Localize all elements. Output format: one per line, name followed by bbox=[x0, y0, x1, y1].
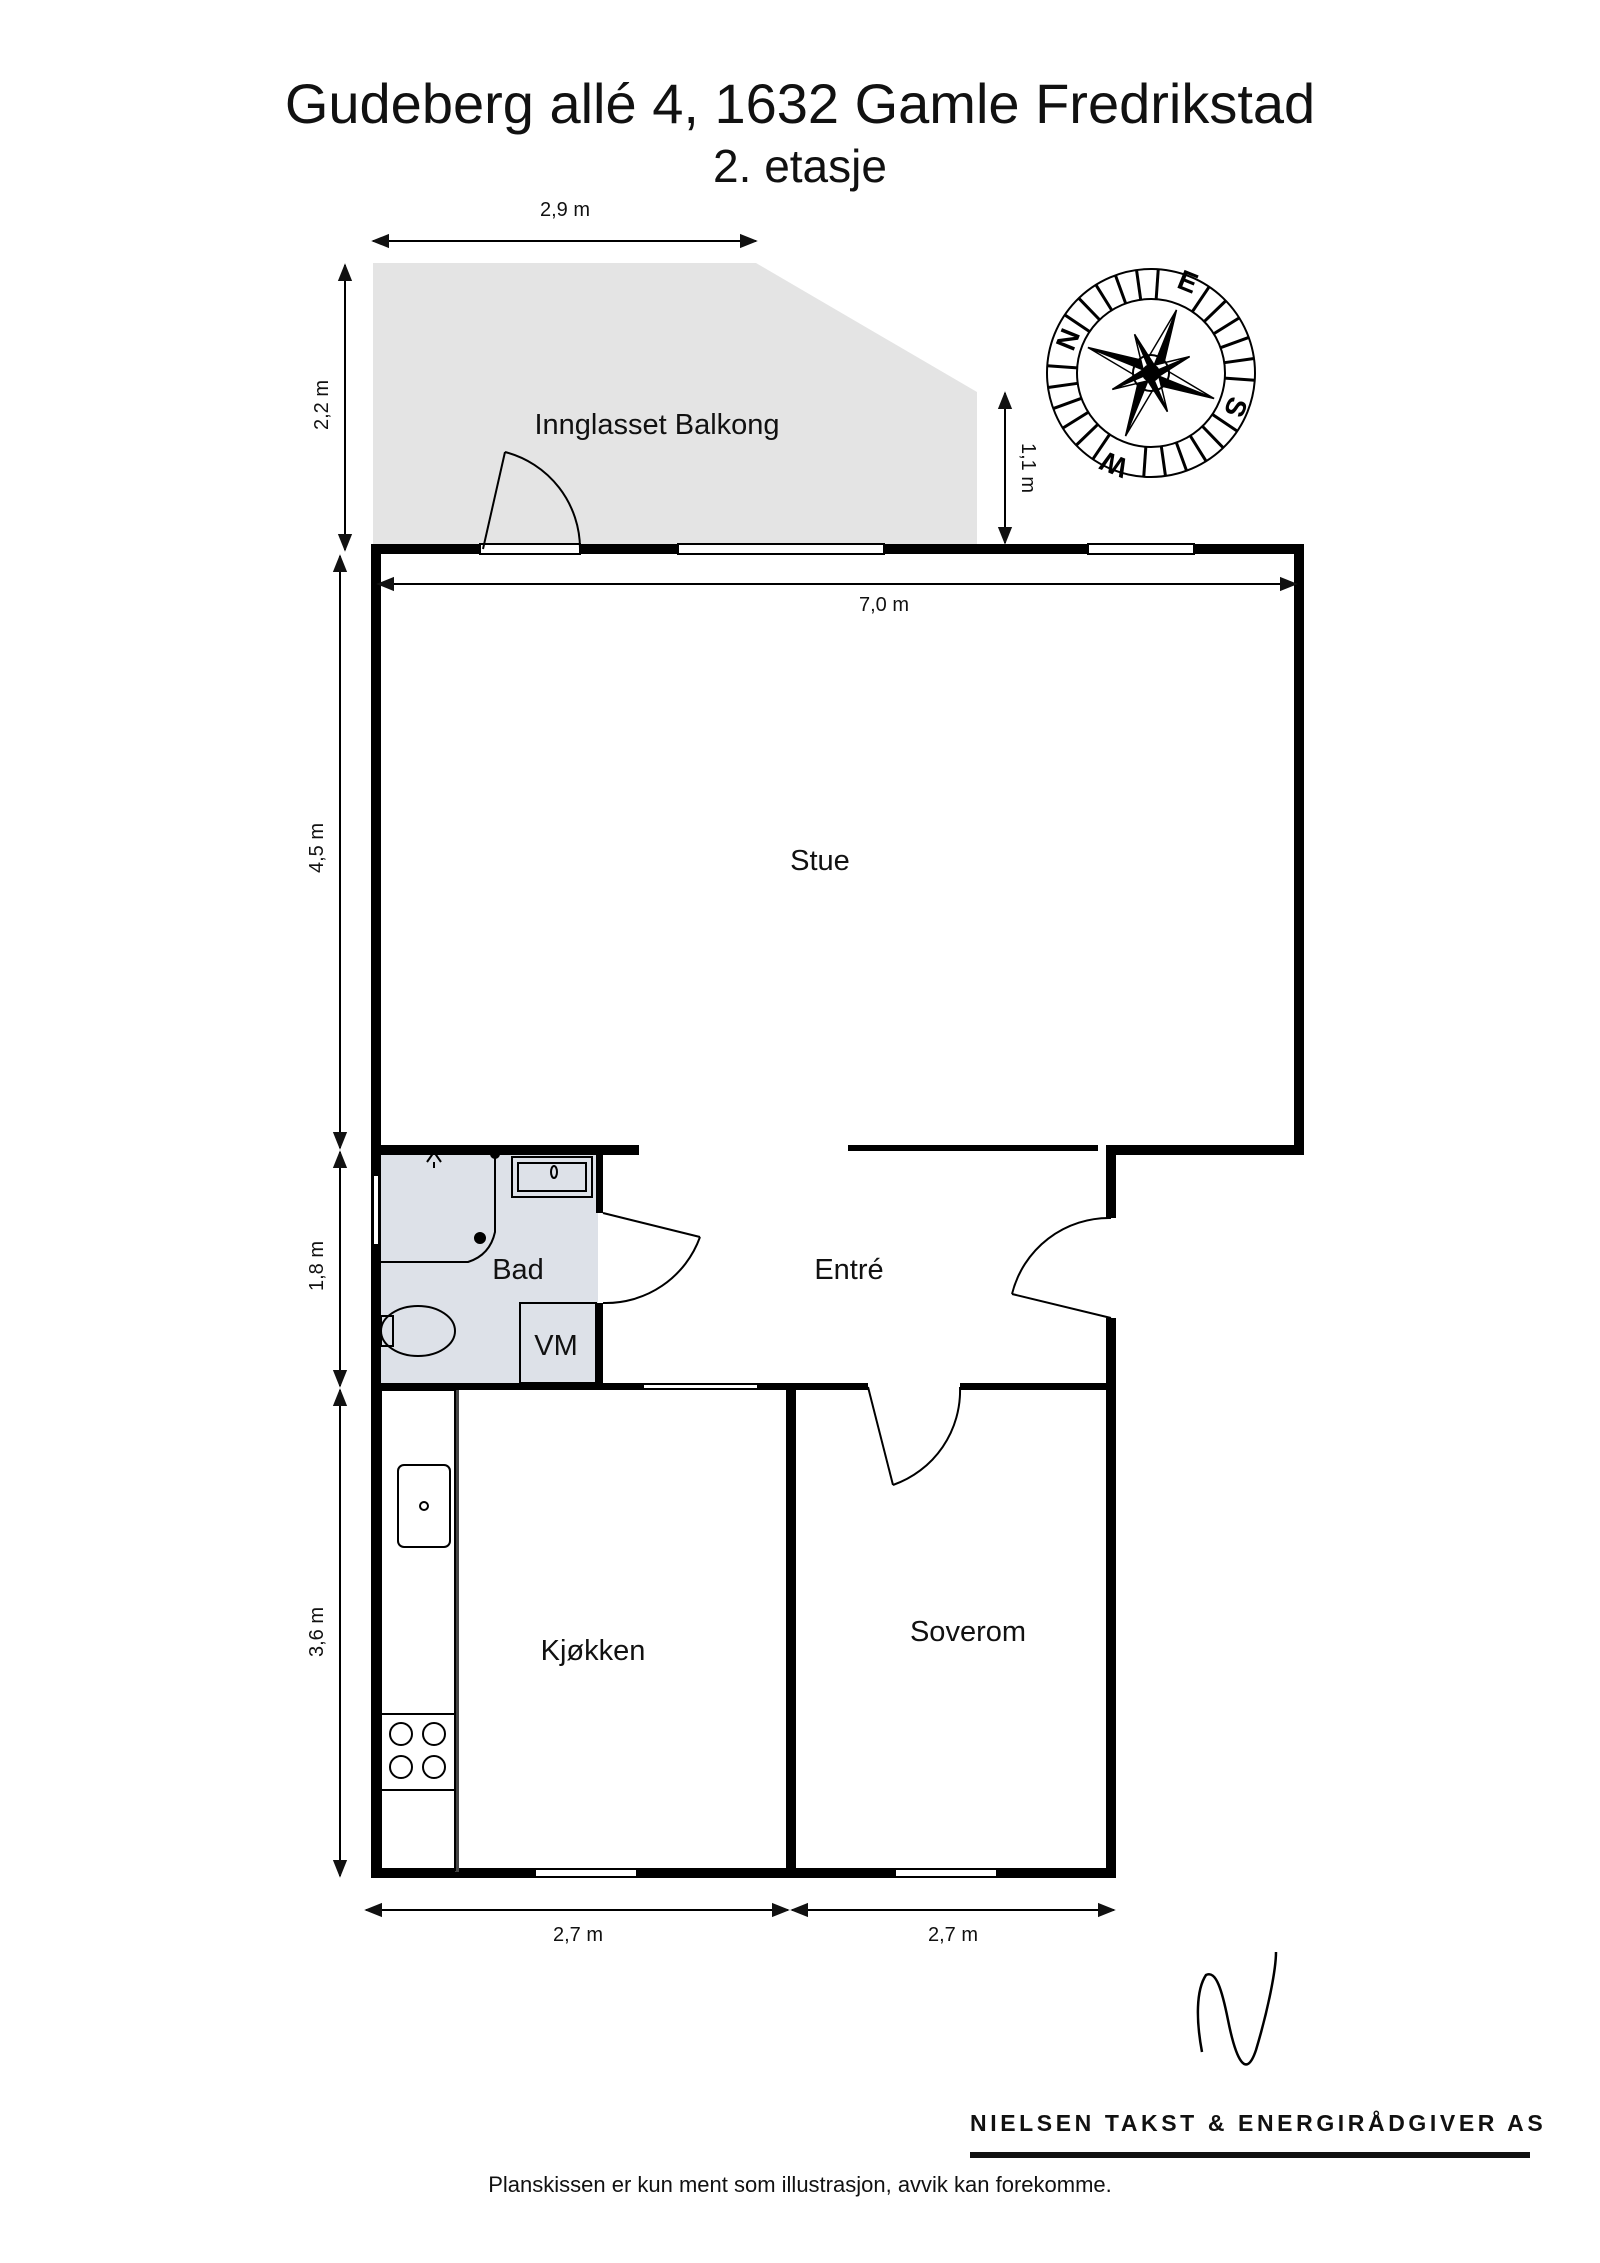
compass-icon: N E S W bbox=[1046, 264, 1256, 484]
dim-bath-depth: 1,8 m bbox=[306, 1241, 328, 1291]
room-label-bedroom: Soverom bbox=[910, 1616, 1026, 1648]
laundry-label: VM bbox=[534, 1330, 578, 1362]
room-label-balcony: Innglasset Balkong bbox=[534, 409, 779, 441]
dim-kitchen-depth: 3,6 m bbox=[306, 1607, 328, 1657]
windows bbox=[372, 543, 1195, 1878]
compass-east-label: E bbox=[1173, 264, 1202, 300]
dim-balcony-edge: 1,1 m bbox=[1017, 443, 1039, 493]
room-label-entry: Entré bbox=[814, 1254, 883, 1286]
dim-kitchen-width: 2,7 m bbox=[553, 1924, 603, 1946]
compass-west-label: W bbox=[1096, 445, 1133, 484]
disclaimer-text: Planskissen er kun ment som illustrasjon… bbox=[488, 2172, 1112, 2197]
signature-logo bbox=[1196, 1951, 1278, 2066]
room-label-bath: Bad bbox=[492, 1254, 544, 1286]
room-label-kitchen: Kjøkken bbox=[541, 1635, 646, 1667]
balcony-area bbox=[373, 263, 977, 545]
floor-subtitle: 2. etasje bbox=[713, 140, 887, 192]
dim-balcony-width: 2,9 m bbox=[540, 199, 590, 221]
bath-fixtures bbox=[380, 1149, 597, 1384]
kitchen-fixtures bbox=[380, 1389, 456, 1871]
dim-living-depth: 4,5 m bbox=[306, 823, 328, 873]
company-name: NIELSEN TAKST & ENERGIRÅDGIVER AS bbox=[970, 2110, 1547, 2136]
dimension-lines bbox=[332, 233, 1298, 1918]
dim-bedroom-width: 2,7 m bbox=[928, 1924, 978, 1946]
dim-balcony-depth: 2,2 m bbox=[311, 380, 333, 430]
doors bbox=[482, 451, 1112, 1486]
plan-title: Gudeberg allé 4, 1632 Gamle Fredrikstad bbox=[284, 72, 1316, 135]
dim-living-width: 7,0 m bbox=[859, 594, 909, 616]
compass-south-label: S bbox=[1218, 393, 1254, 422]
room-label-living: Stue bbox=[790, 845, 850, 877]
company-underline bbox=[970, 2152, 1530, 2158]
